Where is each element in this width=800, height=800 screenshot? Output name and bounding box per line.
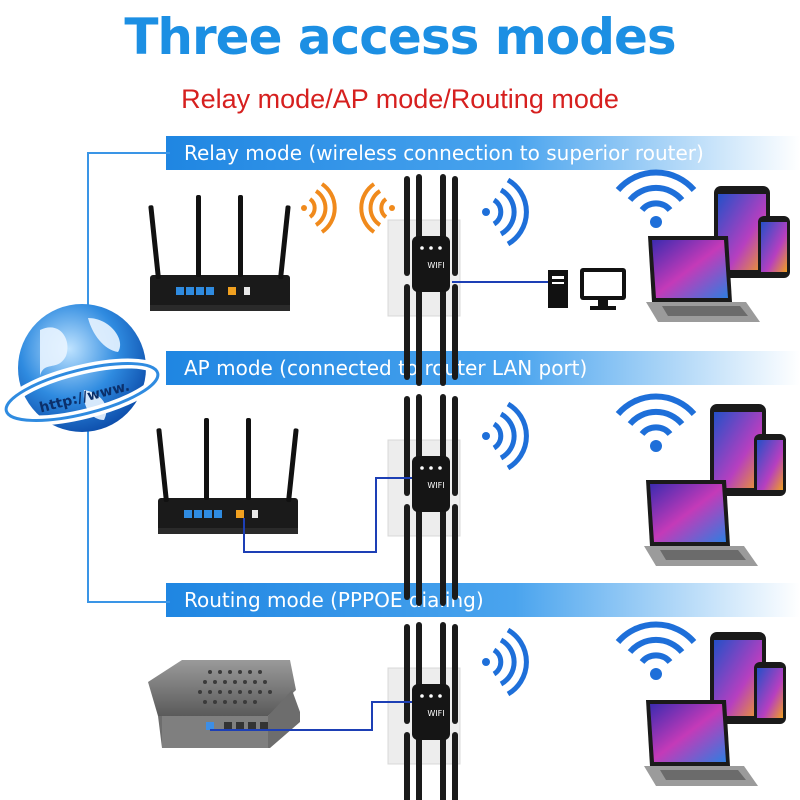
desktop-pc-icon — [548, 268, 626, 310]
mode-band-relay: Relay mode (wireless connection to super… — [166, 136, 800, 170]
page-title: Three access modes — [124, 8, 676, 66]
relay-signal-icon — [482, 180, 526, 244]
ap-router-icon — [156, 418, 299, 534]
modem-icon — [148, 660, 300, 748]
routing-ethernet-cable — [210, 701, 412, 731]
relay-router-icon — [148, 195, 291, 311]
relay-orange-signal-icon — [301, 182, 395, 234]
ap-ethernet-cable — [243, 477, 412, 553]
relay-wifi-fan-icon — [618, 172, 694, 228]
svg-text:WIFI: WIFI — [427, 261, 444, 270]
ap-extender-icon: WIFI — [387, 393, 461, 607]
mode-band-ap: AP mode (connected to router LAN port) — [166, 351, 800, 385]
ap-wifi-fan-icon — [618, 396, 694, 452]
globe-icon: http://www. — [1, 304, 163, 432]
relay-extender-icon: WIFI — [387, 173, 461, 387]
ap-signal-icon — [482, 404, 526, 468]
page-subtitle: Relay mode/AP mode/Routing mode — [181, 84, 619, 114]
mode-band-routing: Routing mode (PPPOE dialing) — [166, 583, 800, 617]
svg-text:WIFI: WIFI — [427, 481, 444, 490]
routing-wifi-fan-icon — [618, 624, 694, 680]
routing-signal-icon — [482, 630, 526, 694]
svg-text:WIFI: WIFI — [427, 709, 444, 718]
routing-extender-icon: WIFI — [387, 621, 461, 800]
